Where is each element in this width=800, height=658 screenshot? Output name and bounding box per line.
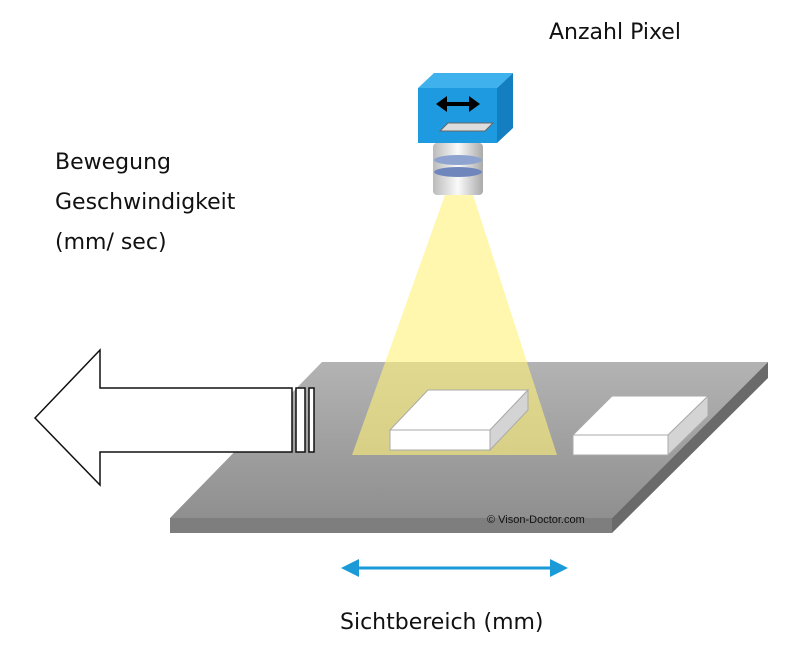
- line-scan-camera-icon: [418, 73, 513, 195]
- motion-label-line2: Geschwindigkeit: [55, 190, 236, 215]
- part-box-in-view: [388, 388, 530, 452]
- motion-label-line1: Bewegung: [55, 150, 171, 175]
- copyright-text: © Vison-Doctor.com: [487, 514, 585, 526]
- field-of-view-label: Sichtbereich (mm): [340, 610, 544, 635]
- motion-label-line3: (mm/ sec): [55, 230, 167, 255]
- pixel-count-label: Anzahl Pixel: [549, 20, 681, 45]
- part-box-next: [571, 394, 710, 457]
- motion-arrow-icon: [33, 348, 315, 487]
